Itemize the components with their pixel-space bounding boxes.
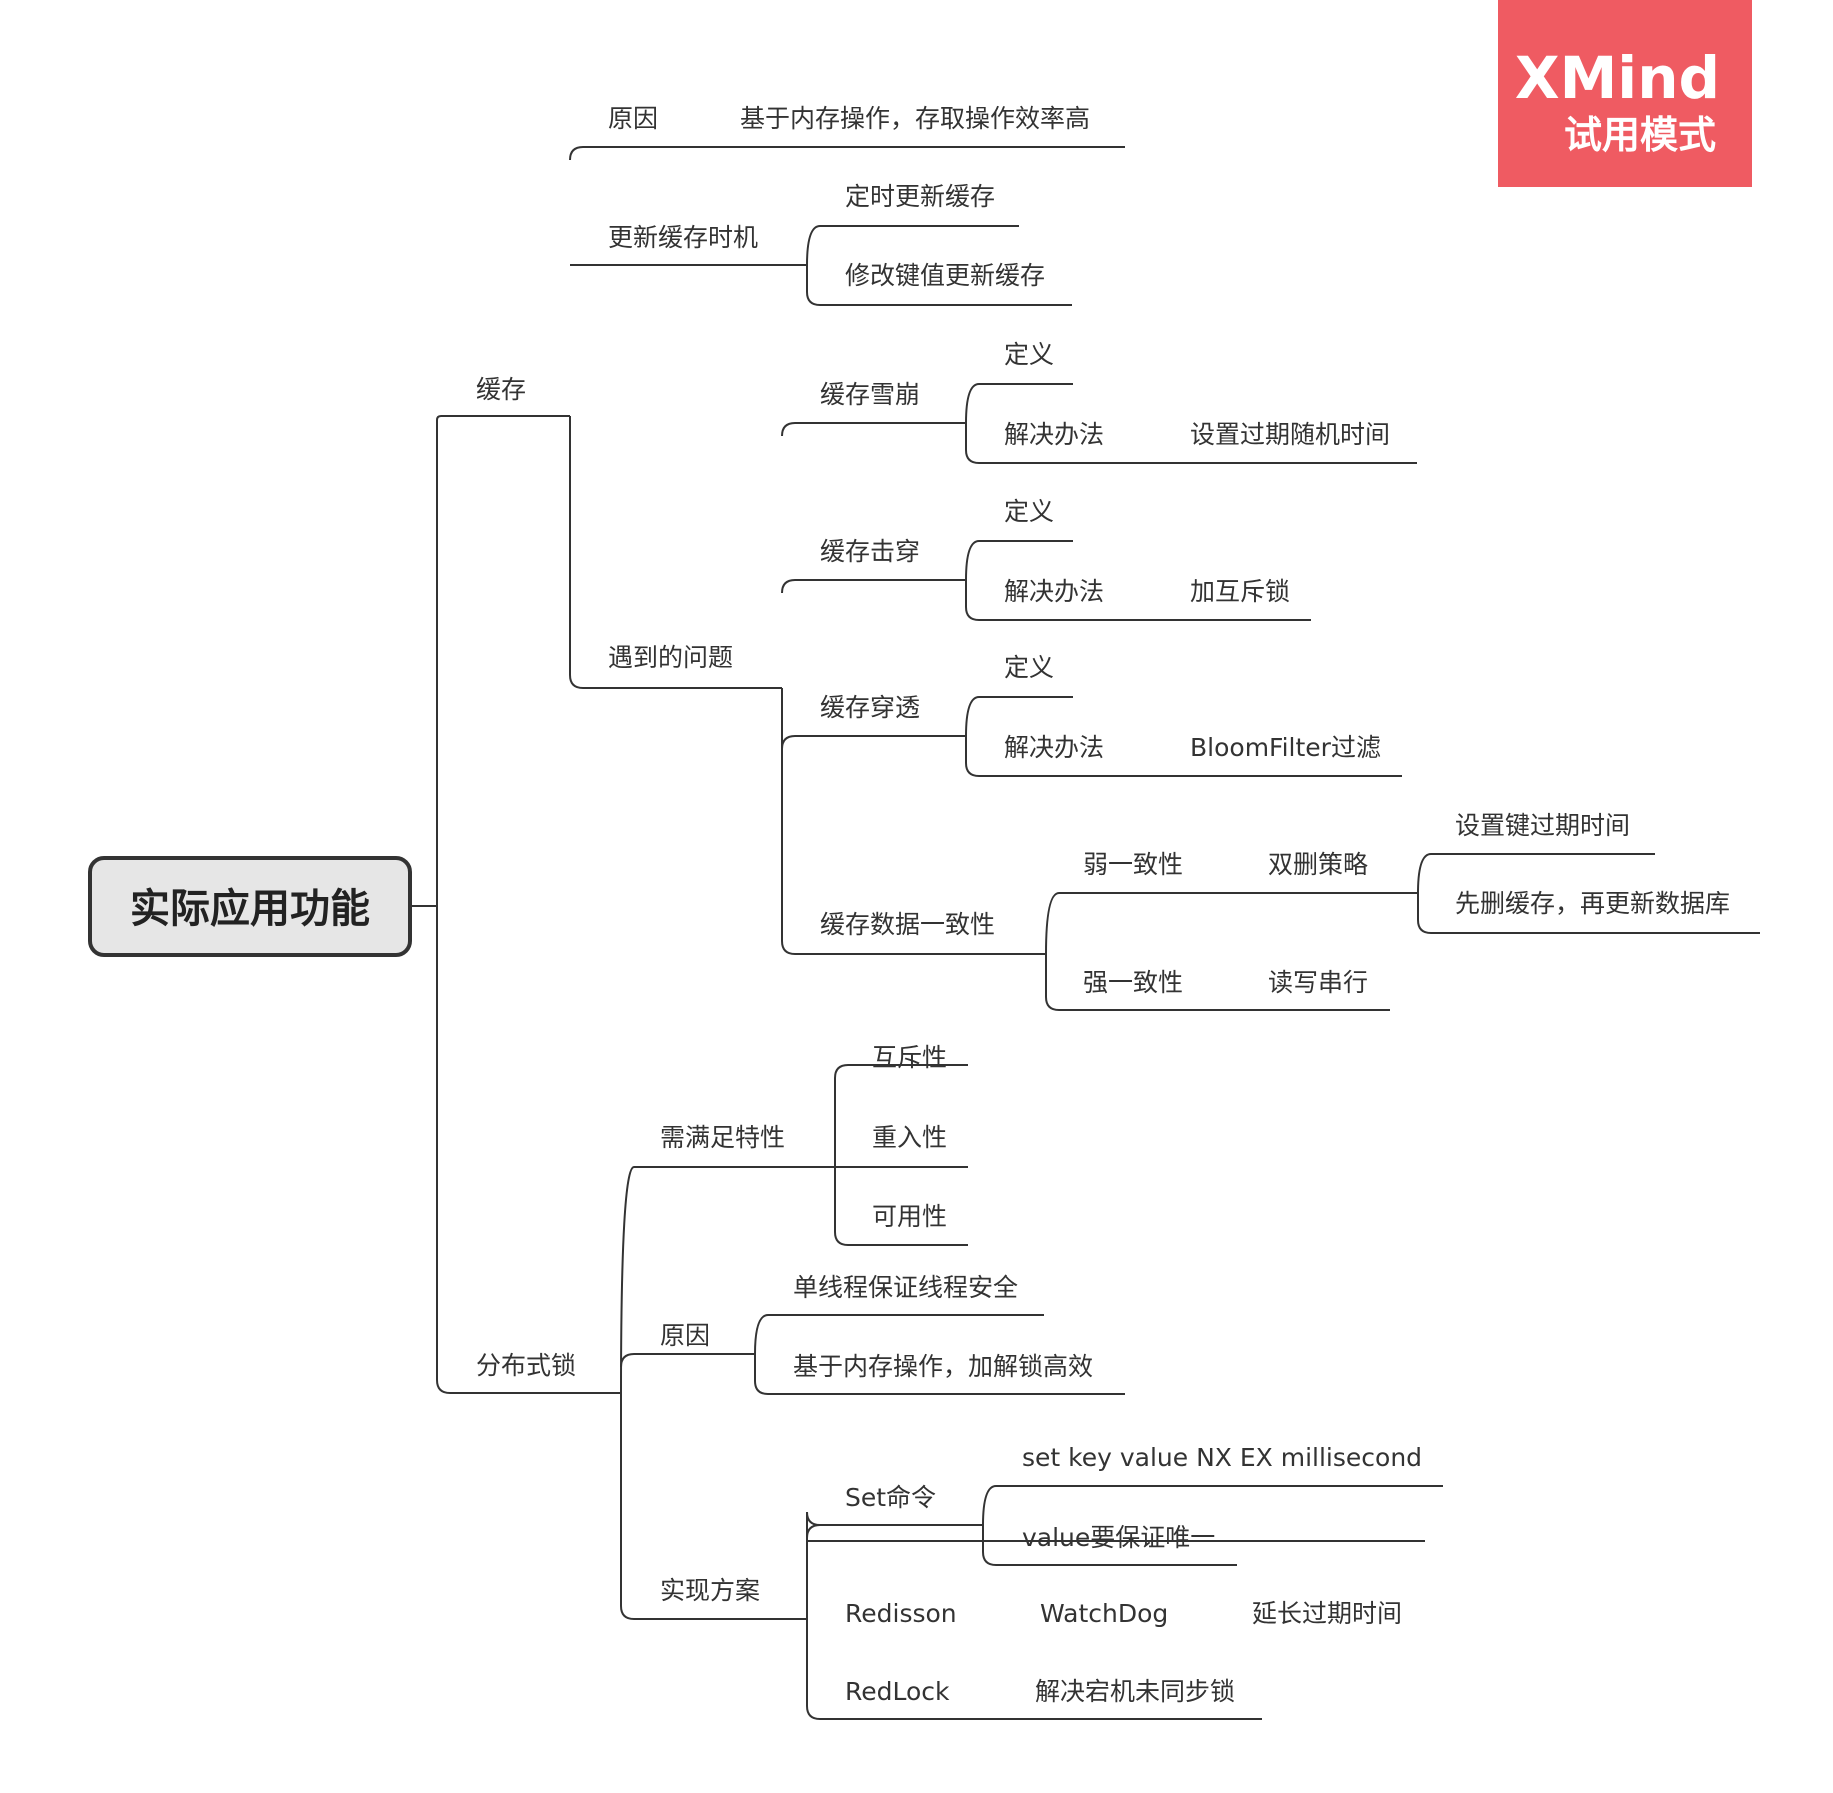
node-double-delete-step[interactable]: 设置键过期时间: [1455, 811, 1630, 840]
penetration-connector: [965, 696, 1402, 777]
node-weak-consistency[interactable]: 弱一致性: [1083, 850, 1183, 879]
root-connector: [412, 415, 621, 1394]
node-penetration-solution[interactable]: 解决办法: [1004, 733, 1104, 762]
cache-connector: [569, 146, 1125, 689]
node-watchdog[interactable]: WatchDog: [1040, 1599, 1168, 1628]
node-update-timing-item[interactable]: 修改键值更新缓存: [845, 261, 1045, 290]
implementation-top-curve: [806, 1524, 821, 1539]
node-avalanche-solution-detail[interactable]: 设置过期随机时间: [1190, 420, 1390, 449]
watermark-brand: XMind: [1515, 44, 1720, 112]
node-penetration[interactable]: 缓存穿透: [820, 693, 920, 722]
node-requirements[interactable]: 需满足特性: [660, 1123, 785, 1152]
node-avalanche-solution[interactable]: 解决办法: [1004, 420, 1104, 449]
node-extend-expiry[interactable]: 延长过期时间: [1252, 1599, 1402, 1628]
avalanche-connector: [965, 383, 1417, 464]
node-avalanche[interactable]: 缓存雪崩: [820, 380, 920, 409]
node-breakdown-solution-detail[interactable]: 加互斥锁: [1190, 577, 1290, 606]
root-node-box: [88, 856, 412, 957]
double-delete-connector: [1417, 853, 1760, 934]
node-read-write-serial[interactable]: 读写串行: [1268, 968, 1368, 997]
node-cache[interactable]: 缓存: [476, 375, 526, 404]
node-update-timing-item[interactable]: 定时更新缓存: [845, 182, 995, 211]
problems-connector: [781, 422, 1046, 955]
root-node-label: 实际应用功能: [130, 886, 370, 932]
node-requirement-item[interactable]: 互斥性: [872, 1043, 947, 1072]
node-set-command-item[interactable]: value要保证唯一: [1022, 1523, 1215, 1552]
node-lock-reason[interactable]: 原因: [660, 1321, 710, 1350]
watermark-badge: [1498, 0, 1752, 187]
node-set-command[interactable]: Set命令: [845, 1483, 936, 1512]
node-requirement-item[interactable]: 可用性: [872, 1202, 947, 1231]
node-strong-consistency[interactable]: 强一致性: [1083, 968, 1183, 997]
node-cache-reason[interactable]: 原因: [608, 104, 658, 133]
node-redisson[interactable]: Redisson: [845, 1599, 957, 1628]
lock-connector: [620, 1166, 835, 1620]
node-lock-reason-item[interactable]: 基于内存操作，加解锁高效: [793, 1352, 1093, 1381]
node-lock[interactable]: 分布式锁: [476, 1351, 576, 1380]
node-cache-reason-detail[interactable]: 基于内存操作，存取操作效率高: [740, 104, 1090, 133]
node-lock-reason-item[interactable]: 单线程保证线程安全: [793, 1273, 1018, 1302]
node-consistency[interactable]: 缓存数据一致性: [820, 910, 995, 939]
consistency-connector: [1045, 892, 1418, 1011]
node-breakdown-solution[interactable]: 解决办法: [1004, 577, 1104, 606]
node-breakdown[interactable]: 缓存击穿: [820, 537, 920, 566]
node-avalanche-definition[interactable]: 定义: [1004, 340, 1054, 369]
update-timing-connector: [806, 225, 1072, 306]
node-breakdown-definition[interactable]: 定义: [1004, 497, 1054, 526]
root-node[interactable]: 实际应用功能: [88, 856, 412, 957]
node-implementation[interactable]: 实现方案: [660, 1576, 760, 1605]
watermark-mode: 试用模式: [1564, 113, 1716, 157]
node-problems[interactable]: 遇到的问题: [608, 643, 733, 672]
requirements-connector: [834, 1064, 968, 1246]
node-double-delete[interactable]: 双删策略: [1268, 850, 1368, 879]
node-redlock-detail[interactable]: 解决宕机未同步锁: [1035, 1677, 1235, 1706]
connector-lines: [412, 146, 1760, 1720]
node-requirement-item[interactable]: 重入性: [872, 1123, 947, 1152]
node-update-timing[interactable]: 更新缓存时机: [608, 223, 758, 252]
xmind-watermark: XMind 试用模式: [1498, 0, 1752, 187]
node-redlock[interactable]: RedLock: [845, 1677, 950, 1706]
node-penetration-solution-detail[interactable]: BloomFilter过滤: [1190, 733, 1381, 762]
breakdown-connector: [965, 540, 1311, 621]
node-double-delete-step[interactable]: 先删缓存，再更新数据库: [1455, 889, 1730, 918]
set-command-connector: [982, 1485, 1443, 1566]
node-penetration-definition[interactable]: 定义: [1004, 653, 1054, 682]
node-set-command-item[interactable]: set key value NX EX millisecond: [1022, 1443, 1422, 1472]
lock-reason-connector: [620, 1314, 1125, 1395]
